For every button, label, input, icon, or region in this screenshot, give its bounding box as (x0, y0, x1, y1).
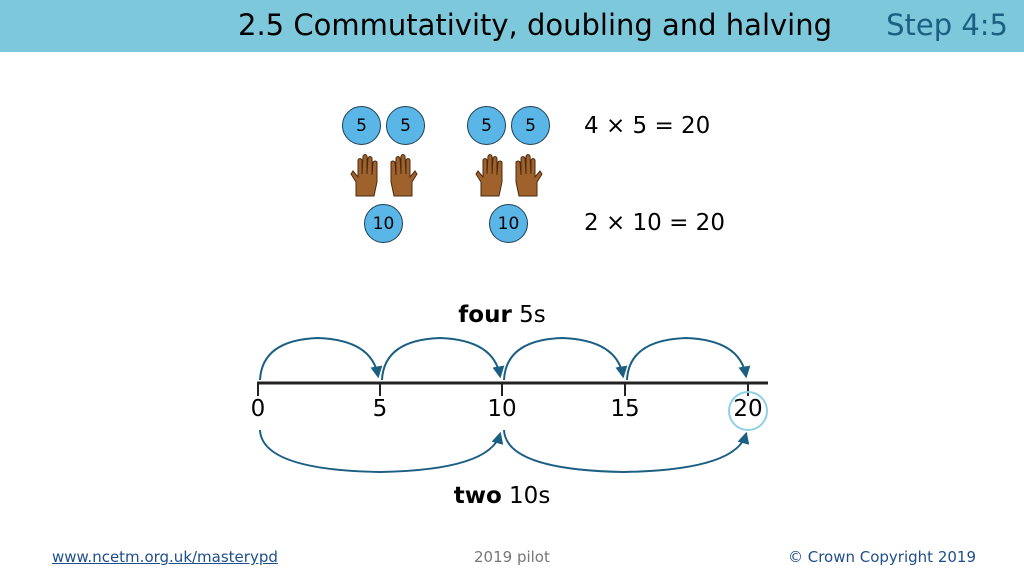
bottom-label-bold: two (453, 483, 502, 509)
jump-arrow-five (381, 336, 505, 381)
jump-arrow-five (503, 336, 628, 381)
footer-link[interactable]: www.ncetm.org.uk/masterypd (52, 548, 278, 566)
bottom-jump-label: two 10s (454, 483, 551, 509)
tick-label: 20 (733, 396, 763, 422)
tick-label: 10 (487, 396, 517, 422)
top-label-bold: four (458, 302, 512, 328)
jump-arrow-ten (503, 429, 750, 474)
ten-coin: 10 (364, 204, 403, 243)
tick-label: 15 (610, 396, 640, 422)
bottom-label-rest: 10s (501, 483, 551, 509)
top-label-rest: 5s (511, 302, 546, 328)
equation-fives: 4 × 5 = 20 (584, 113, 711, 139)
footer-pilot: 2019 pilot (474, 548, 550, 566)
page-title: 2.5 Commutativity, doubling and halving (238, 8, 833, 42)
ten-coin: 10 (489, 204, 528, 243)
five-coin: 5 (467, 106, 506, 145)
jump-arrow-five (259, 336, 383, 381)
five-coin: 5 (342, 106, 381, 145)
five-coin: 5 (511, 106, 550, 145)
tick-label: 5 (372, 396, 388, 422)
top-jump-label: four 5s (458, 302, 545, 328)
equation-tens: 2 × 10 = 20 (584, 210, 725, 236)
tick-label: 0 (250, 396, 266, 422)
header-bar: 2.5 Commutativity, doubling and halving … (0, 0, 1024, 52)
step-indicator: Step 4:5 (886, 8, 1008, 42)
jump-arrow-five (626, 336, 751, 381)
highlight-circle (728, 391, 768, 431)
five-coin: 5 (386, 106, 425, 145)
jump-arrow-ten (259, 429, 504, 474)
hands-icon (350, 154, 418, 197)
hands-icon (475, 154, 543, 197)
footer-copyright: © Crown Copyright 2019 (787, 548, 976, 566)
